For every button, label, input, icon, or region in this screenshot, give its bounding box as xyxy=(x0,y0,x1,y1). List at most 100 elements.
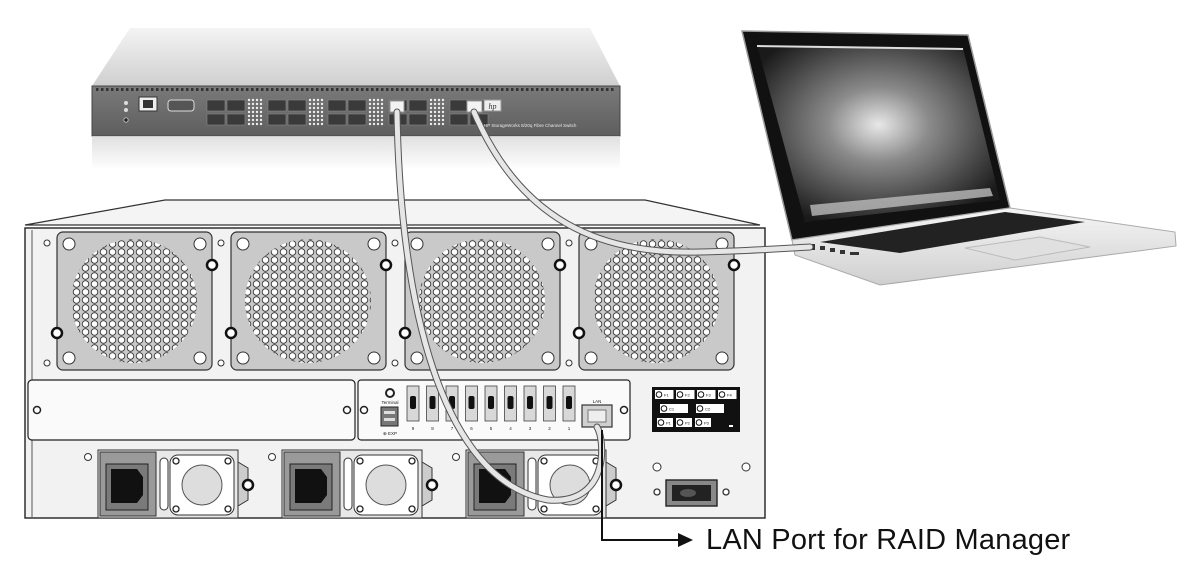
screw-icon xyxy=(408,505,416,513)
led-icon xyxy=(676,391,684,398)
vent-slot xyxy=(291,88,294,91)
vent-hole xyxy=(316,106,320,110)
vent-slot xyxy=(136,88,139,91)
led-icon xyxy=(718,391,726,398)
fan-mount-hole xyxy=(410,351,424,365)
vent-slot xyxy=(451,88,454,91)
vent-slot xyxy=(331,88,334,91)
vent-hole xyxy=(441,102,445,106)
vent-slot xyxy=(421,88,424,91)
controller-port-jack xyxy=(468,396,475,409)
vent-slot xyxy=(241,88,244,91)
sfp-port[interactable] xyxy=(449,99,469,112)
vent-slot xyxy=(266,88,269,91)
fan-module xyxy=(224,231,393,371)
sfp-port[interactable] xyxy=(347,99,367,112)
thumbscrew-icon[interactable] xyxy=(727,258,741,272)
rocker-highlight xyxy=(680,489,696,497)
vent-hole xyxy=(320,114,324,118)
vent-slot xyxy=(211,88,214,91)
sfp-port[interactable] xyxy=(449,113,469,126)
ac-power-inlet[interactable] xyxy=(295,469,327,503)
terminal-port[interactable] xyxy=(385,388,395,398)
vent-hole xyxy=(247,114,251,118)
sfp-port[interactable] xyxy=(287,113,307,126)
controller-port-jack xyxy=(429,396,436,409)
vent-slot xyxy=(436,88,439,91)
thumbscrew-icon[interactable] xyxy=(224,326,238,340)
vent-slot xyxy=(526,88,529,91)
vent-hole xyxy=(433,102,437,106)
switch-serial-port[interactable] xyxy=(167,99,195,112)
vent-slot xyxy=(361,88,364,91)
vent-slot xyxy=(521,88,524,91)
vent-slot xyxy=(306,88,309,91)
arrow-right-icon xyxy=(678,533,693,547)
vent-slot xyxy=(441,88,444,91)
sfp-port[interactable] xyxy=(287,99,307,112)
ac-power-inlet[interactable] xyxy=(111,469,143,503)
vent-hole xyxy=(376,110,380,114)
vent-slot xyxy=(116,88,119,91)
vent-slot xyxy=(541,88,544,91)
thumbscrew-icon[interactable] xyxy=(609,478,623,492)
led-icon xyxy=(695,419,703,426)
thumbscrew-icon[interactable] xyxy=(398,326,412,340)
screw-icon xyxy=(224,457,232,465)
thumbscrew-icon[interactable] xyxy=(50,326,64,340)
vent-hole xyxy=(312,114,316,118)
thumbscrew-icon[interactable] xyxy=(241,478,255,492)
vent-hole xyxy=(255,118,259,122)
vent-hole xyxy=(437,122,441,126)
vent-hole xyxy=(316,102,320,106)
controller-port-label: 2 xyxy=(548,426,551,431)
vent-slot xyxy=(586,88,589,91)
sfp-port[interactable] xyxy=(226,99,246,112)
dock xyxy=(810,188,993,216)
vent-slot xyxy=(181,88,184,91)
sfp-port[interactable] xyxy=(226,113,246,126)
screw-icon xyxy=(217,359,225,367)
psu-handle[interactable] xyxy=(343,457,353,511)
status-led xyxy=(123,117,129,123)
laptop-trackpad xyxy=(964,236,1091,261)
mount-hole xyxy=(741,462,751,472)
vent-slot xyxy=(226,88,229,91)
expansion-port[interactable] xyxy=(380,406,399,427)
vent-hole xyxy=(255,122,259,126)
led-icon xyxy=(696,405,704,412)
switch-vents xyxy=(96,88,614,91)
sfp-port[interactable] xyxy=(267,99,287,112)
thumbscrew-icon[interactable] xyxy=(572,326,586,340)
vent-hole xyxy=(376,106,380,110)
vent-hole xyxy=(312,106,316,110)
sfp-port[interactable] xyxy=(206,113,226,126)
hp-logo xyxy=(483,99,502,112)
vent-slot xyxy=(571,88,574,91)
vent-slot xyxy=(481,88,484,91)
thumbscrew-icon[interactable] xyxy=(205,258,219,272)
thumbscrew-icon[interactable] xyxy=(379,258,393,272)
sfp-port[interactable] xyxy=(327,113,347,126)
vent-hole xyxy=(251,98,255,102)
thumbscrew-icon[interactable] xyxy=(553,258,567,272)
psu-handle[interactable] xyxy=(159,457,169,511)
vent-hole xyxy=(380,102,384,106)
sfp-port[interactable] xyxy=(267,113,287,126)
lan-port-caption: LAN Port for RAID Manager xyxy=(706,524,1071,556)
led-label: F3 xyxy=(706,393,711,398)
fan-module xyxy=(50,231,219,371)
vent-slot xyxy=(486,88,489,91)
sfp-port[interactable] xyxy=(408,113,428,126)
sfp-port[interactable] xyxy=(206,99,226,112)
sfp-port[interactable] xyxy=(327,99,347,112)
vent-slot xyxy=(316,88,319,91)
vent-slot xyxy=(111,88,114,91)
psu-handle[interactable] xyxy=(527,457,537,511)
power-supply-unit xyxy=(452,449,623,519)
sfp-port[interactable] xyxy=(347,113,367,126)
thumbscrew-icon[interactable] xyxy=(425,478,439,492)
sfp-port[interactable] xyxy=(408,99,428,112)
controller-port-label: 4 xyxy=(509,426,512,431)
